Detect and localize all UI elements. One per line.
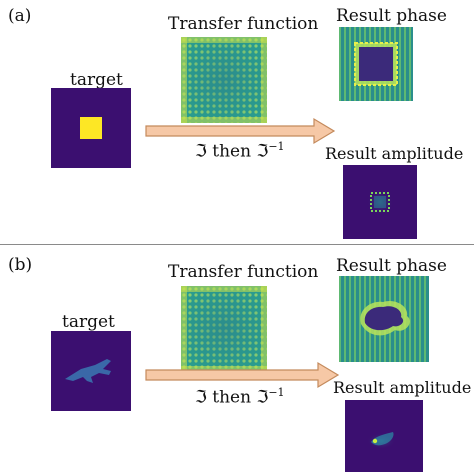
panel-a-transform-arrow — [144, 117, 336, 145]
inverse-exponent: −1 — [268, 386, 285, 399]
then-word: then — [212, 387, 252, 408]
panel-b-target-image — [51, 331, 131, 411]
inverse-fourier-symbol: ℑ — [256, 387, 269, 408]
then-word: then — [212, 141, 252, 162]
panel-b-transform-arrow — [144, 361, 340, 389]
panel-a-target-image — [51, 88, 131, 168]
panel-a-result-amplitude-image — [343, 165, 417, 239]
panel-b-phase-caption: Result phase — [336, 256, 447, 276]
panel-a-target-caption: target — [70, 70, 123, 90]
panel-b-transfer-caption: Transfer function — [168, 262, 319, 282]
panel-a-amplitude-caption: Result amplitude — [325, 144, 464, 163]
panel-b-label: (b) — [8, 255, 33, 275]
panel-b-result-phase-image — [339, 276, 429, 362]
panel-a-transfer-caption: Transfer function — [168, 14, 319, 34]
inverse-fourier-symbol: ℑ — [256, 141, 269, 162]
panel-a-result-phase-image — [339, 27, 413, 101]
panel-divider — [0, 244, 474, 245]
panel-a-operator-text: ℑ then ℑ−1 — [195, 140, 285, 162]
panel-a-transfer-function-image — [181, 37, 267, 123]
inverse-exponent: −1 — [268, 140, 285, 153]
panel-b-amplitude-caption: Result amplitude — [333, 378, 472, 397]
panel-b-result-amplitude-image — [345, 400, 423, 472]
panel-a-phase-caption: Result phase — [336, 6, 447, 26]
fourier-symbol: ℑ — [195, 141, 207, 162]
panel-b-operator-text: ℑ then ℑ−1 — [195, 386, 285, 408]
panel-a-label: (a) — [8, 6, 32, 26]
panel-b-transfer-function-image — [181, 286, 267, 372]
fourier-symbol: ℑ — [195, 387, 207, 408]
panel-b-target-caption: target — [62, 312, 115, 332]
